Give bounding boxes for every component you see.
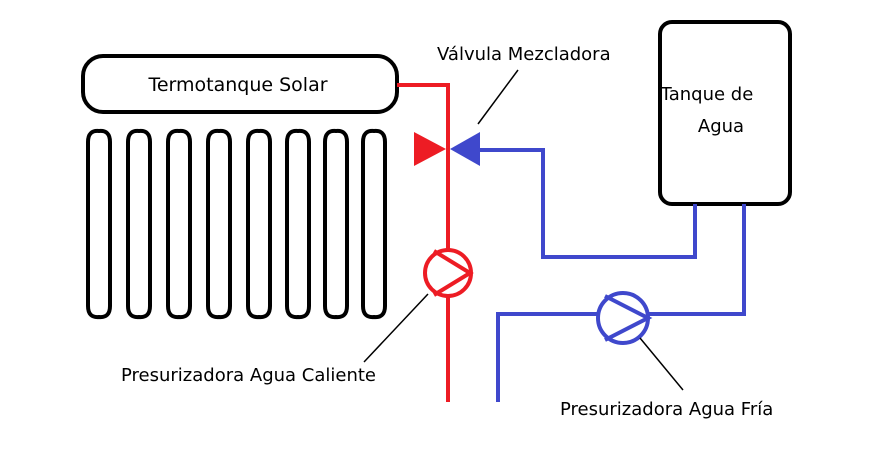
collector-tube	[86, 128, 112, 320]
hot-pump-body	[423, 248, 473, 298]
solar-tank-label: Termotanque Solar	[147, 74, 327, 96]
collector-tube	[246, 128, 272, 320]
cold-pump-symbol	[604, 294, 653, 342]
cold-pipe-tank-to-valve	[478, 148, 697, 259]
cold-pump-label: Presurizadora Agua Fría	[560, 399, 773, 420]
hot-pump-symbol	[432, 249, 474, 297]
hot-pipe-from-tank	[397, 83, 450, 402]
collector-tube	[361, 128, 387, 320]
collector-tube	[285, 128, 311, 320]
cold-pump-body	[596, 291, 650, 345]
cold-pump-leader	[639, 337, 684, 391]
cold-water-pump	[596, 291, 653, 345]
mixing-valve-leader	[477, 69, 519, 125]
hot-pump-label: Presurizadora Agua Caliente	[121, 365, 376, 386]
hot-water-pump	[423, 248, 474, 298]
mixing-valve	[414, 132, 480, 166]
collector-tube	[166, 128, 192, 320]
solar-collector-tubes	[86, 128, 387, 320]
collector-tube	[126, 128, 152, 320]
water-tank	[658, 20, 792, 206]
collector-tube	[323, 128, 349, 320]
hot-pump-leader	[363, 293, 429, 363]
mixing-valve-hot-side	[414, 132, 446, 166]
mixing-valve-label: Válvula Mezcladora	[437, 44, 611, 65]
collector-tube	[206, 128, 232, 320]
mixing-valve-cold-side	[450, 132, 480, 166]
water-tank-label-line2: Agua	[698, 116, 744, 137]
water-tank-label-line1: Tanque de	[660, 84, 754, 105]
hot-water-pipe	[397, 83, 450, 402]
